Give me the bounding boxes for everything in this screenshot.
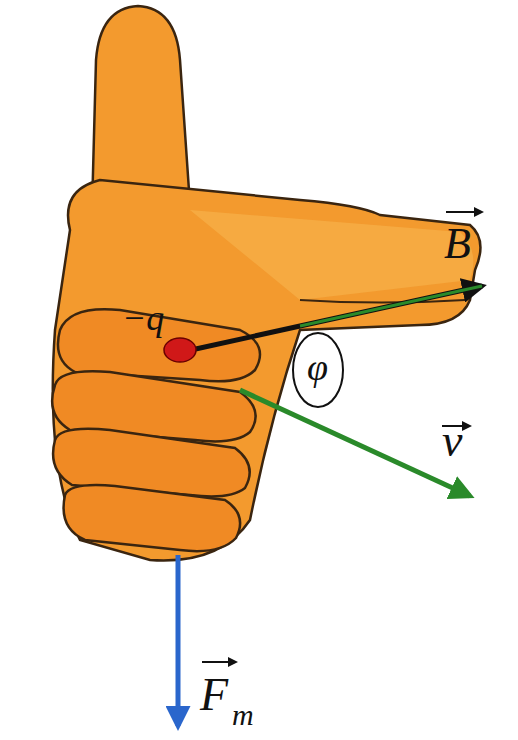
thumb: [92, 6, 190, 210]
palm: [53, 180, 481, 561]
charge-label: −q: [122, 300, 164, 336]
vector-label: B: [444, 222, 471, 266]
vector-label: F: [200, 672, 228, 718]
angle-arc: [293, 333, 343, 407]
force-vector: [176, 555, 181, 726]
b-vector: [182, 286, 482, 352]
angle-label: φ: [307, 348, 328, 386]
index-finger: [190, 210, 473, 300]
subscript-label: m: [232, 700, 254, 730]
charge-dot: [164, 338, 196, 362]
v-vector: [240, 390, 470, 496]
finger: [64, 485, 241, 551]
vector-label: v: [442, 418, 462, 464]
vector-sign: [202, 661, 236, 663]
vector-sign: [446, 211, 482, 213]
